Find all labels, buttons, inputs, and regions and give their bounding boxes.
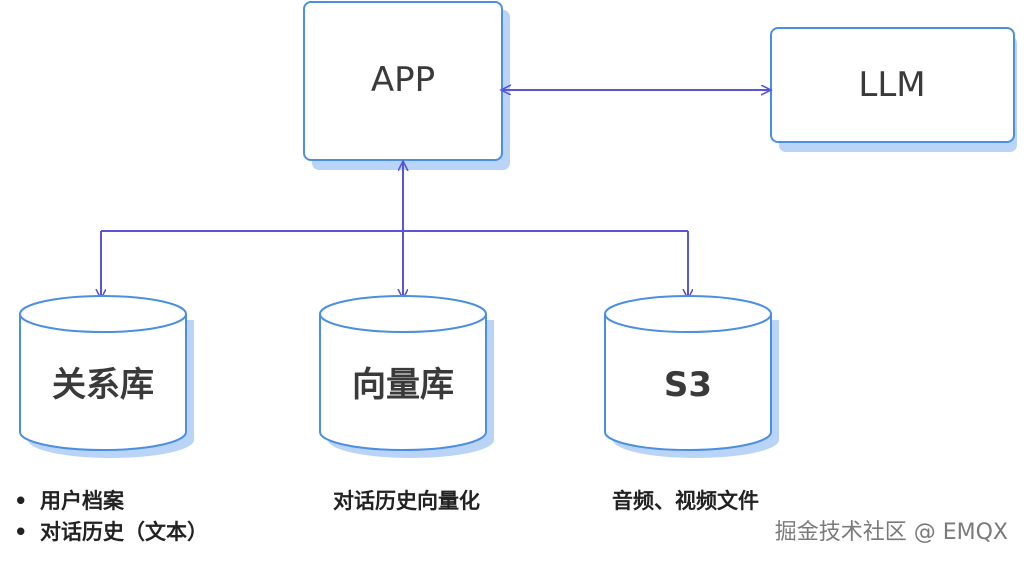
relational-db-node: 关系库 [19, 295, 194, 458]
relational-db-notes-list: 用户档案 对话历史（文本） [14, 486, 208, 548]
app-node: APP [303, 1, 510, 170]
relational-db-label: 关系库 [52, 365, 154, 405]
app-node-label: APP [371, 60, 435, 100]
llm-node-label: LLM [858, 65, 925, 105]
vector-db-node: 向量库 [319, 295, 494, 458]
s3-label: S3 [664, 365, 712, 405]
connections [101, 90, 770, 298]
s3-note: 音频、视频文件 [612, 489, 759, 513]
llm-node: LLM [770, 27, 1017, 152]
watermark: 掘金技术社区 @ EMQX [774, 520, 1008, 545]
list-item: 用户档案 [14, 486, 208, 517]
vector-db-note: 对话历史向量化 [333, 489, 480, 513]
s3-node: S3 [604, 295, 779, 458]
relational-db-notes: 用户档案 对话历史（文本） [14, 486, 208, 548]
vector-db-label: 向量库 [352, 365, 454, 405]
list-item: 对话历史（文本） [14, 517, 208, 548]
